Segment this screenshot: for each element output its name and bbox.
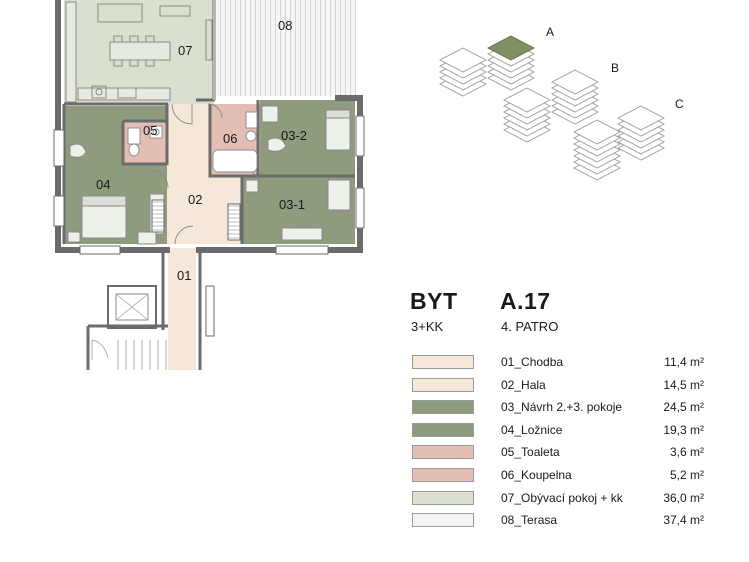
legend-swatch: [412, 422, 474, 437]
legend-room-name: 08_Terasa: [501, 513, 558, 528]
kitchen-furniture: [65, 1, 213, 103]
building-c-stack-left: [573, 119, 621, 181]
room-01-label: 01: [177, 268, 191, 283]
layout-type: 3+KK: [411, 319, 444, 334]
building-c-label: C: [675, 97, 684, 111]
room-01-corridor: [168, 248, 196, 370]
legend-swatch: [412, 400, 474, 415]
building-a-stack-left: [439, 47, 487, 97]
legend-room-name: 06_Koupelna: [501, 467, 572, 482]
room-03-2-label: 03-2: [281, 128, 307, 143]
legend-row: 06_Koupelna 5,2 m²: [412, 465, 712, 488]
legend-swatch: [412, 355, 474, 369]
staircase: [117, 340, 167, 370]
legend-row: 02_Hala 14,5 m²: [412, 375, 712, 398]
legend-row: 05_Toaleta 3,6 m²: [412, 442, 712, 465]
building-c-stack-main: [617, 105, 665, 161]
legend-room-name: 03_Návrh 2.+3. pokoje: [501, 400, 623, 415]
legend-room-area: 19,3 m²: [663, 422, 704, 437]
toilet-fixtures: [127, 125, 163, 157]
unit-code: A.17: [500, 288, 551, 314]
room-08-terrace: [216, 0, 356, 96]
legend-swatch: [412, 377, 474, 392]
building-a-label: A: [546, 25, 554, 39]
legend-row: 01_Chodba 11,4 m²: [412, 352, 712, 375]
legend-swatch: [412, 490, 474, 505]
legend-swatch: [412, 445, 474, 460]
legend-swatch: [412, 513, 474, 528]
legend-room-name: 07_Obývací pokoj + kk: [501, 490, 623, 505]
legend-room-area: 14,5 m²: [663, 377, 704, 392]
room-07-label: 07: [178, 43, 192, 58]
legend-room-area: 3,6 m²: [669, 445, 704, 460]
room-legend: 01_Chodba 11,4 m² 02_Hala 14,5 m² 03_Náv…: [412, 352, 712, 533]
room-05-label: 05: [143, 123, 157, 138]
hall-wardrobe: [227, 203, 241, 241]
legend-room-area: 5,2 m²: [669, 467, 704, 482]
legend-room-name: 02_Hala: [501, 377, 546, 392]
legend-room-area: 37,4 m²: [663, 513, 704, 528]
floor-number: 4. PATRO: [501, 319, 559, 334]
room-02-label: 02: [188, 192, 202, 207]
room-03-1-label: 03-1: [279, 197, 305, 212]
building-b-stack-left: [503, 87, 551, 143]
legend-room-name: 04_Ložnice: [501, 422, 563, 437]
legend-room-area: 24,5 m²: [663, 400, 704, 415]
building-b-label: B: [611, 61, 619, 75]
legend-row: 04_Ložnice 19,3 m²: [412, 420, 712, 443]
legend-room-name: 05_Toaleta: [501, 445, 560, 460]
room-06-label: 06: [223, 131, 237, 146]
floor-plan: 07 08 05 06 03-2 04 02 03-1 01: [53, 0, 365, 370]
building-a-stack-main: [487, 35, 535, 91]
legend-row: 03_Návrh 2.+3. pokoje 24,5 m²: [412, 397, 712, 420]
byt-label: BYT: [410, 288, 458, 314]
room-08-label: 08: [278, 18, 292, 33]
building-key-diagram: A B C: [439, 25, 684, 181]
room-04-label: 04: [96, 177, 110, 192]
bathroom-fixtures: [212, 111, 258, 173]
legend-room-area: 36,0 m²: [663, 490, 704, 505]
legend-row: 08_Terasa 37,4 m²: [412, 510, 712, 533]
building-b-stack-main: [551, 69, 599, 125]
legend-swatch: [412, 467, 474, 482]
legend-room-name: 01_Chodba: [501, 355, 564, 369]
legend-room-area: 11,4 m²: [664, 355, 704, 369]
legend-row: 07_Obývací pokoj + kk 36,0 m²: [412, 488, 712, 511]
